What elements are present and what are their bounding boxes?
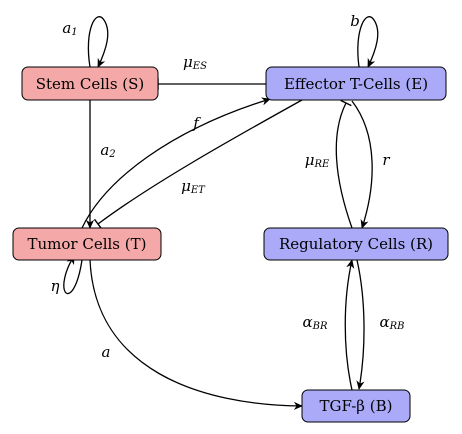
label-f: f — [192, 114, 201, 132]
edge-a1-stem-self-loop — [87, 16, 109, 68]
edge-alpha-br-tgf-to-regulatory — [344, 259, 355, 391]
node-stem-cells: Stem Cells (S) — [21, 66, 159, 101]
edge-f-tumor-to-effector — [81, 97, 271, 229]
label-a: a — [102, 343, 111, 361]
label-b: b — [350, 12, 360, 30]
label-eta: η — [51, 277, 60, 295]
node-effector-t-cells: Effector T-Cells (E) — [265, 66, 447, 101]
edge-eta-tumor-self-loop — [63, 255, 83, 295]
node-regulatory-cells: Regulatory Cells (R) — [263, 227, 449, 261]
node-tumor-cells: Tumor Cells (T) — [12, 227, 162, 261]
label-alpha-rb: αRB — [379, 313, 404, 332]
label-r: r — [382, 151, 390, 169]
label-mu-et: μET — [181, 177, 206, 196]
edge-r-effector-to-regulatory — [351, 100, 373, 229]
node-effector-t-cells-label: Effector T-Cells (E) — [284, 75, 428, 93]
edge-mu-re-inhibition — [335, 99, 353, 229]
label-mu-es: μES — [183, 53, 207, 72]
label-mu-re: μRE — [305, 151, 330, 170]
label-a1: a1 — [62, 19, 77, 38]
label-a2: a2 — [100, 141, 115, 160]
edge-b-effector-self-loop — [357, 16, 379, 68]
node-tgf-beta: TGF-β (B) — [301, 389, 411, 423]
label-alpha-br: αBR — [302, 313, 327, 332]
node-stem-cells-label: Stem Cells (S) — [36, 75, 145, 93]
edge-alpha-rb-regulatory-to-tgf — [356, 259, 365, 390]
node-regulatory-cells-label: Regulatory Cells (R) — [279, 235, 433, 253]
edge-a-tumor-to-tgf — [89, 259, 303, 411]
edge-mu-et-inhibition — [93, 99, 303, 230]
node-tumor-cells-label: Tumor Cells (T) — [28, 235, 147, 253]
node-tgf-beta-label: TGF-β (B) — [320, 397, 393, 415]
